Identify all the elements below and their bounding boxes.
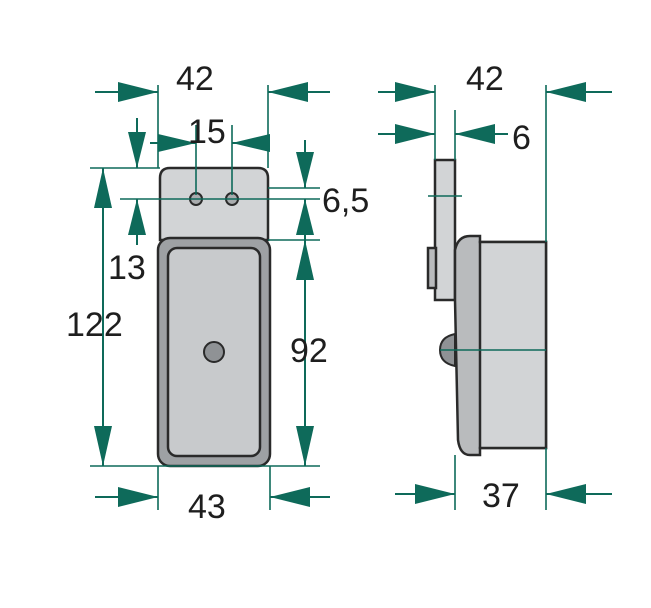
side-mounting-plate — [433, 158, 457, 302]
dim-side-depth: 37 — [395, 477, 612, 515]
side-lens-bulge — [478, 240, 548, 450]
mounting-tab — [158, 166, 270, 242]
front-view — [156, 166, 272, 468]
dim-side-depth-label: 37 — [482, 477, 520, 515]
side-extension-lines — [428, 85, 547, 510]
dim-tab-height: 13 — [108, 118, 146, 287]
dim-total-height: 122 — [66, 168, 123, 466]
dim-plate-thickness-label: 6 — [512, 119, 531, 157]
dim-front-width-bottom: 43 — [95, 487, 330, 526]
dim-hole-spacing-label: 15 — [188, 113, 226, 151]
dim-plate-thickness: 6 — [378, 119, 531, 157]
dim-total-height-label: 122 — [66, 306, 123, 344]
dim-lens-height: 92 — [290, 240, 328, 466]
dim-hole-offset-label: 6,5 — [322, 182, 369, 220]
dim-hole-offset: 6,5 — [296, 140, 369, 240]
lens-screw — [203, 341, 225, 363]
dim-lens-height-label: 92 — [290, 332, 328, 370]
side-view — [426, 158, 548, 457]
side-plate-step — [426, 246, 438, 290]
dim-front-width-bottom-label: 43 — [188, 488, 226, 526]
dim-side-width-top-label: 42 — [466, 60, 504, 98]
front-extension-lines — [90, 85, 320, 510]
dim-side-width-top: 42 — [378, 60, 612, 102]
dim-hole-spacing: 15 — [150, 113, 270, 152]
dim-front-width-top-label: 42 — [176, 60, 214, 98]
dim-tab-height-label: 13 — [108, 249, 146, 287]
dim-front-width-top: 42 — [95, 60, 330, 102]
